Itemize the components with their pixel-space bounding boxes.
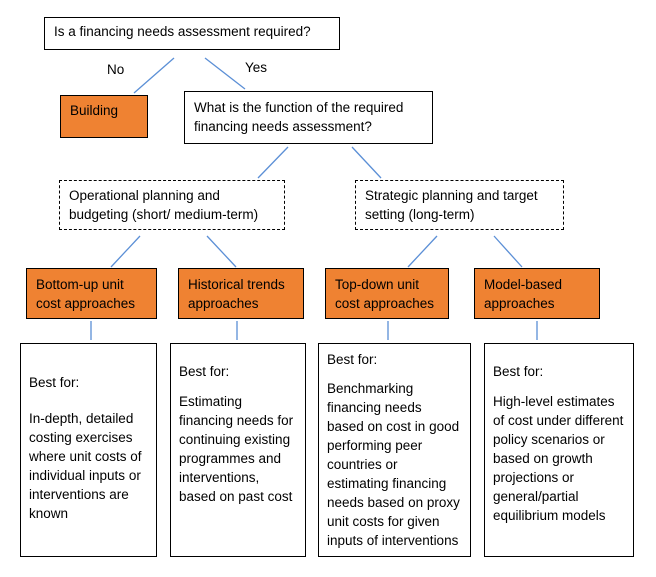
answer-no-label: No [107, 62, 125, 77]
connector-to-strategic [351, 146, 382, 179]
question-text: Is a financing needs assessment required… [54, 24, 311, 39]
card-heading: Best for: [179, 364, 230, 379]
approach-label: Top-down unit cost approaches [335, 277, 435, 311]
operational-box: Operational planning and budgeting (shor… [59, 180, 285, 230]
strategic-text: Strategic planning and target setting (l… [365, 188, 538, 222]
card-heading: Best for: [327, 352, 378, 367]
card-body: High-level estimates of cost under diffe… [493, 394, 624, 523]
connector-no [133, 57, 175, 94]
approach-label: Model-based approaches [484, 277, 563, 311]
card-heading: Best for: [493, 364, 544, 379]
question-box: Is a financing needs assessment required… [44, 17, 340, 50]
card-body: Estimating financing needs for continuin… [179, 394, 294, 504]
best-for-card-model-based: Best for: High-level estimates of cost u… [484, 343, 634, 557]
connector-to-topdown [407, 235, 438, 268]
operational-text: Operational planning and budgeting (shor… [69, 188, 259, 222]
answer-yes-label: Yes [245, 60, 268, 75]
connector-to-model [493, 235, 523, 268]
connector-to-bottomup [110, 235, 141, 268]
best-for-card-historical: Best for: Estimating financing needs for… [170, 343, 306, 557]
connector-yes [204, 57, 246, 90]
function-question-box: What is the function of the required fin… [184, 91, 433, 144]
card-heading: Best for: [29, 375, 80, 390]
approach-bottom-up: Bottom-up unit cost approaches [26, 268, 157, 319]
connector-to-historical [206, 235, 237, 268]
building-box: Building [60, 95, 148, 138]
approach-historical: Historical trends approaches [178, 268, 304, 319]
strategic-box: Strategic planning and target setting (l… [355, 180, 564, 230]
connector-to-operational [257, 146, 289, 179]
approach-label: Historical trends approaches [188, 277, 285, 311]
best-for-card-top-down: Best for: Benchmarking financing needs b… [318, 343, 471, 557]
card-body: Benchmarking financing needs based on co… [327, 381, 460, 548]
building-text: Building [70, 103, 119, 118]
card-body: In-depth, detailed costing exercises whe… [29, 411, 142, 521]
approach-model-based: Model-based approaches [474, 268, 600, 319]
approach-top-down: Top-down unit cost approaches [325, 268, 449, 319]
best-for-card-bottom-up: Best for: In-depth, detailed costing exe… [20, 343, 157, 557]
function-question-text: What is the function of the required fin… [194, 100, 404, 134]
approach-label: Bottom-up unit cost approaches [36, 277, 136, 311]
